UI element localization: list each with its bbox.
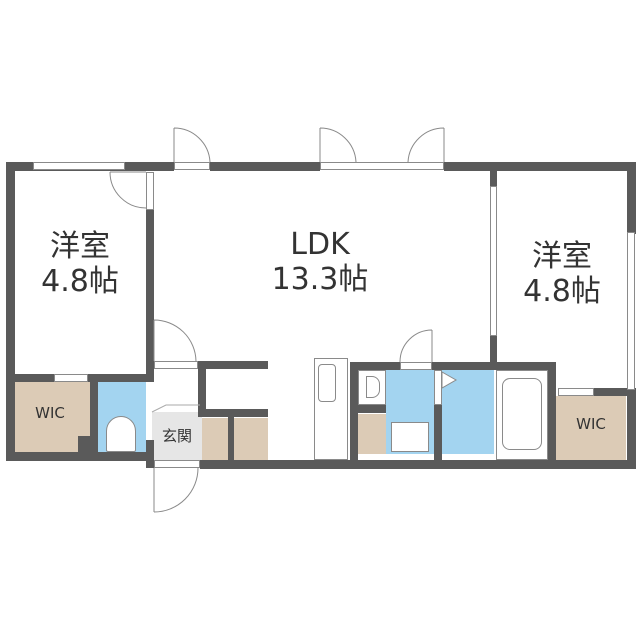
- room-area: 4.8帖: [41, 263, 119, 299]
- washroom-door-frame: [400, 362, 432, 370]
- outer-wall-left: [6, 162, 15, 460]
- window-wic-right: [558, 388, 594, 396]
- wall-wic-toilet: [90, 374, 98, 460]
- wall-wet-left: [350, 362, 358, 462]
- wall-wet-top2: [432, 362, 556, 370]
- shoe-storage-2: [234, 418, 268, 460]
- outer-wall-right-lower: [627, 388, 636, 468]
- washing-machine-space: [391, 422, 429, 452]
- room-area: 4.8帖: [523, 273, 601, 309]
- room-label-ldk: LDK 13.3帖: [240, 227, 400, 297]
- wic-left-label: WIC: [35, 404, 65, 422]
- bath-anteroom-floor: [442, 370, 494, 454]
- wall-shoe-divider: [228, 409, 234, 461]
- sliding-door-right-room: [490, 186, 497, 336]
- door-frame-left-room: [146, 172, 154, 210]
- wall-wash-bath: [434, 405, 442, 461]
- window-wic-left: [54, 374, 88, 382]
- bathtub-inner: [502, 378, 542, 450]
- wall-bath-wic: [548, 362, 556, 462]
- door-frame-top-ldk: [174, 162, 210, 170]
- room-label-western-right: 洋室 4.8帖: [497, 239, 627, 309]
- wall-hall-left: [198, 361, 206, 416]
- kitchen-sink: [318, 364, 336, 402]
- room-name: 洋室: [532, 239, 592, 274]
- entrance-door-frame: [154, 460, 200, 468]
- window-right-room: [627, 232, 635, 390]
- washroom-storage: [358, 414, 386, 454]
- outer-wall-top-right: [444, 162, 636, 171]
- window-ldk-top: [320, 162, 444, 170]
- entrance-floor: [152, 412, 202, 460]
- wall-right-room-left-bottom: [490, 336, 497, 366]
- wall-right-room-left-top: [490, 170, 497, 186]
- wic-left-floor: [14, 382, 90, 452]
- wic-left-corner-block: [78, 436, 90, 452]
- wall-left-room-right: [146, 210, 154, 376]
- washbasin-bowl: [366, 376, 380, 398]
- wic-right-floor: [556, 396, 626, 460]
- wall-left-room-bottom: [6, 374, 54, 382]
- entrance-inner-door-frame: [154, 361, 198, 369]
- wall-left-room-bottom2: [88, 374, 154, 382]
- wic-right-label: WIC: [576, 415, 606, 433]
- room-area: 13.3帖: [271, 261, 369, 297]
- outer-wall-top-mid: [210, 162, 320, 171]
- shoe-storage-1: [202, 418, 228, 460]
- room-name: 洋室: [50, 229, 110, 264]
- window-left-room: [33, 162, 125, 170]
- outer-wall-right: [627, 162, 636, 234]
- wall-wet-top: [350, 362, 400, 370]
- outer-wall-bottom-left: [6, 452, 154, 461]
- room-name: LDK: [290, 227, 350, 262]
- wall-wic-right-top: [594, 388, 636, 396]
- toilet: [106, 416, 136, 452]
- entrance-label: 玄関: [161, 427, 192, 445]
- wall-hall-top: [198, 361, 268, 369]
- wall-toilet-entrance: [146, 440, 154, 468]
- wall-sink-divider: [358, 405, 386, 413]
- outer-wall-bottom-right: [200, 460, 636, 469]
- room-label-western-left: 洋室 4.8帖: [14, 229, 146, 299]
